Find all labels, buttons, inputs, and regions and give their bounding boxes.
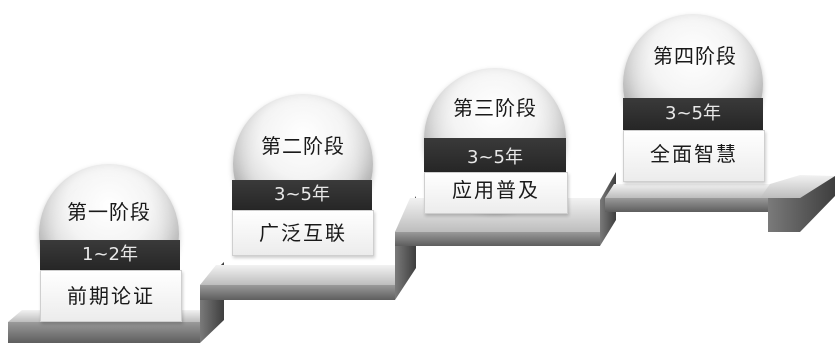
stage-2-name: 广泛互联: [232, 210, 374, 256]
stage-1: 第一阶段 1~2年 前期论证: [34, 160, 184, 325]
stage-1-period: 1~2年: [40, 240, 180, 270]
stage-1-name: 前期论证: [40, 270, 182, 322]
step-4-front: [605, 198, 768, 212]
stage-4-period: 3~5年: [623, 98, 763, 130]
step-4-top: [605, 184, 770, 198]
step-1-front: [8, 322, 200, 343]
step-3-front: [395, 232, 600, 246]
stage-3: 第三阶段 3~5年 应用普及: [420, 66, 570, 216]
step-4-arrow-front: [768, 176, 835, 232]
stage-3-name: 应用普及: [424, 172, 568, 214]
step-4-arrow-top: [760, 175, 835, 198]
stage-4-title: 第四阶段: [653, 44, 737, 68]
stage-2-period: 3~5年: [232, 180, 372, 210]
stage-2-title: 第二阶段: [261, 134, 345, 158]
stage-4: 第四阶段 3~5年 全面智慧: [620, 10, 770, 185]
stage-2: 第二阶段 3~5年 广泛互联: [228, 90, 378, 256]
stage-3-period: 3~5年: [424, 138, 566, 172]
step-2-front: [200, 285, 395, 300]
stage-1-title: 第一阶段: [67, 200, 151, 224]
step-2-top: [200, 265, 410, 285]
stage-3-title: 第三阶段: [453, 96, 537, 120]
stage-4-name: 全面智慧: [623, 130, 765, 182]
